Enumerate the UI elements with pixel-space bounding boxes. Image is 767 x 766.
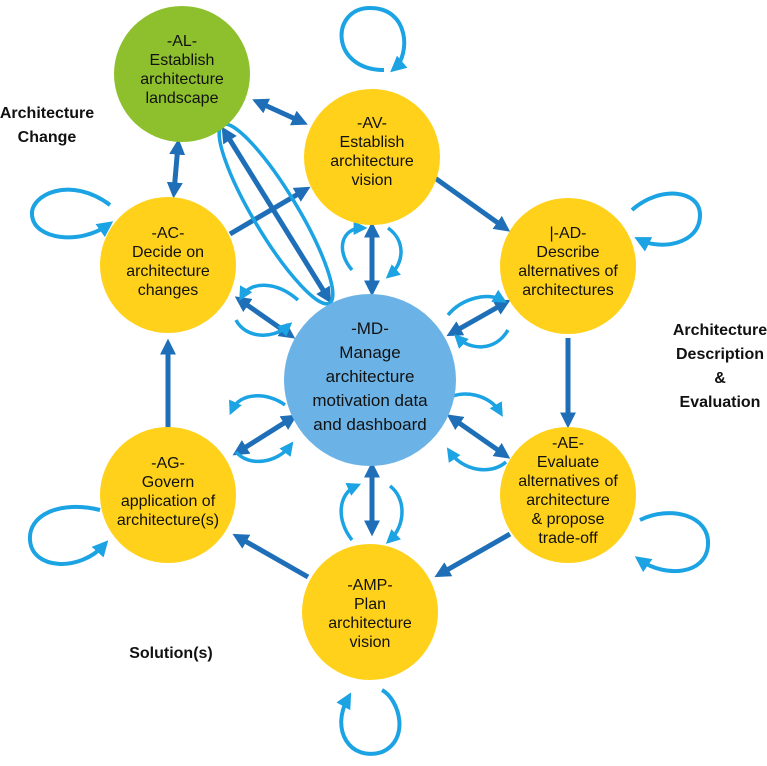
arrow-al-ac [166,138,186,199]
loop-md-amp-icon-2 [385,484,404,544]
loop-md-ag-icon [229,394,287,416]
node-ad[interactable] [500,198,636,334]
node-ac-line-0: -AC- [152,225,185,242]
node-md-line-0: -MD- [351,319,389,338]
node-ac-line-2: architecture [126,263,210,280]
label-solutions: Solution(s) [129,645,213,662]
node-ag-line-1: Govern [142,474,194,491]
node-ad-label: |-AD- Describe alternatives of architecture… [518,225,618,299]
node-ae-line-4: & propose [532,511,605,528]
node-al-line-2: architecture [140,71,224,88]
cycle-arrows [159,98,577,580]
node-ae-line-2: alternatives of [518,473,618,490]
arrow-md-ad [446,299,511,337]
side-architecture_description-line-1: Description [676,346,764,363]
node-av-line-3: vision [352,172,393,189]
arrow-ae-amp [434,531,512,578]
node-md-label: -MD- Manage architecture motivation data and… [312,319,428,434]
node-amp-label: -AMP- Plan architecture vision [328,577,412,651]
node-amp-line-3: vision [350,634,391,651]
side-architecture_description-line-2: & [714,370,726,387]
node-ac-line-1: Decide on [132,244,204,261]
side-architecture_change-line-0: Architecture [0,105,94,122]
side-architecture_description-line-3: Evaluation [680,394,761,411]
node-ac-label: -AC- Decide on architecture changes [126,225,210,299]
node-al-line-1: Establish [150,52,215,69]
node-md[interactable] [284,294,456,466]
arrow-md-ae [446,414,511,459]
self-loop-ag-icon [27,504,109,566]
node-amp[interactable] [302,544,438,680]
node-labels: -AL- Establish architecture landscape -AV- E… [117,33,618,651]
node-amp-line-0: -AMP- [347,577,392,594]
node-md-line-4: and dashboard [313,415,426,434]
node-ag-line-2: application of [121,493,216,510]
arrow-md-ag [232,414,298,456]
arrow-av-ad [433,175,511,232]
node-ad-line-3: architectures [522,282,614,299]
node-ag-label: -AG- Govern application of architecture(s) [117,455,219,529]
self-loop-amp-icon [336,688,402,756]
node-ae-line-3: architecture [526,492,610,509]
node-ac-line-3: changes [138,282,199,299]
node-al-line-3: landscape [146,90,219,107]
nodes [100,6,636,680]
node-al[interactable] [114,6,250,142]
loop-md-av-icon-2 [385,226,403,279]
node-ac[interactable] [100,197,236,333]
node-md-line-1: Manage [339,343,400,362]
node-av-line-0: -AV- [357,115,387,132]
arrow-amp-ag [232,533,310,580]
loop-md-ac-icon-2 [234,319,293,337]
node-amp-line-1: Plan [354,596,386,613]
node-ad-line-2: alternatives of [518,263,618,280]
loop-md-av-icon [340,221,368,272]
node-ae-line-0: -AE- [552,435,584,452]
node-av[interactable] [304,89,440,225]
side-architecture_description-line-0: Architecture [673,322,767,339]
side-solutions-line-0: Solution(s) [129,645,213,662]
node-av-line-2: architecture [330,153,414,170]
node-av-line-1: Establish [340,134,405,151]
loop-md-ac-icon [239,283,300,302]
loop-md-ae-icon-2 [446,447,508,472]
node-ae-line-5: trade-off [538,530,598,547]
self-loop-ae-icon [634,511,711,574]
node-ag-line-3: architecture(s) [117,512,219,529]
node-al-label: -AL- Establish architecture landscape [140,33,224,107]
loop-md-ad-icon-2 [454,329,510,349]
node-amp-line-2: architecture [328,615,412,632]
loop-md-ag-icon-2 [234,441,294,464]
node-ad-line-0: |-AD- [549,225,586,242]
node-md-line-2: architecture [326,367,415,386]
arrow-al-av [252,98,308,126]
node-md-line-3: motivation data [312,391,428,410]
self-loops [27,5,711,756]
loop-md-amp-icon [339,483,362,542]
node-ag[interactable] [100,427,236,563]
node-ae-label: -AE- Evaluate alternatives of architecture &… [518,435,618,547]
self-loop-ac-icon [30,187,114,240]
self-loop-ad-icon [630,191,703,252]
node-ae[interactable] [500,427,636,563]
node-al-line-0: -AL- [167,33,197,50]
side-architecture_change-line-1: Change [18,129,77,146]
loop-md-ad-icon [446,289,507,317]
node-av-label: -AV- Establish architecture vision [330,115,414,189]
node-ad-line-1: Describe [536,244,599,261]
node-ae-line-1: Evaluate [537,454,599,471]
arrow-al-md [221,126,332,304]
self-loop-av-icon [339,5,408,73]
node-ag-line-0: -AG- [151,455,185,472]
